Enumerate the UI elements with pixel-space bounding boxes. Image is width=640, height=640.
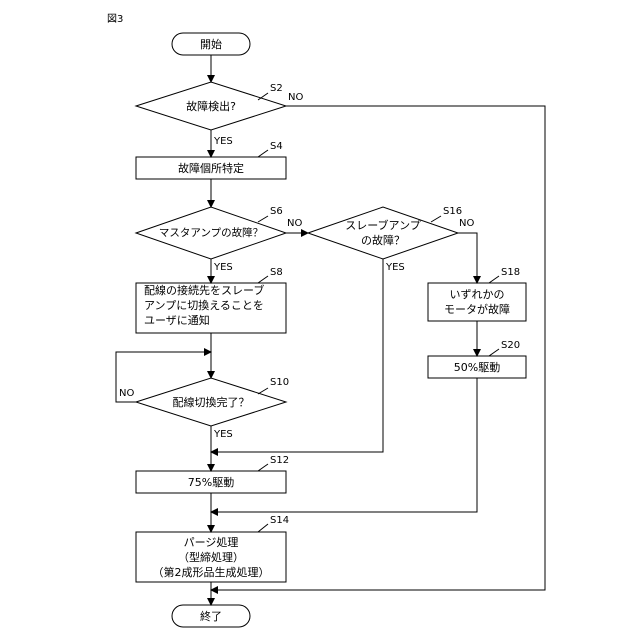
step-label-s20: S20 bbox=[501, 340, 520, 352]
step-label-s4: S4 bbox=[270, 141, 283, 153]
branch-s6-yes: YES bbox=[214, 262, 233, 274]
step-label-s8: S8 bbox=[270, 267, 283, 279]
s8-label-line2: アンプに切換えることを bbox=[144, 298, 264, 313]
end-label: 終了 bbox=[172, 605, 250, 627]
step-label-s18: S18 bbox=[501, 267, 520, 279]
s20-label: 50%駆動 bbox=[428, 356, 526, 378]
start-label: 開始 bbox=[172, 33, 250, 55]
branch-s10-no: NO bbox=[119, 388, 134, 400]
s16-label-line2: の故障？ bbox=[361, 233, 405, 248]
figure-label: 図3 bbox=[107, 10, 123, 25]
branch-s2-no: NO bbox=[288, 92, 303, 104]
step-label-s16: S16 bbox=[443, 206, 462, 218]
step-label-s2: S2 bbox=[270, 83, 283, 95]
s18-label-line2: モータが故障 bbox=[444, 302, 510, 317]
s8-label-line1: 配線の接続先をスレーブ bbox=[144, 283, 264, 298]
branch-s10-yes: YES bbox=[214, 429, 233, 441]
s16-label: スレーブアンプ の故障？ bbox=[308, 211, 458, 255]
s16-label-line1: スレーブアンプ bbox=[345, 218, 421, 233]
branch-s16-yes: YES bbox=[386, 262, 405, 274]
s4-label: 故障個所特定 bbox=[136, 157, 286, 179]
step-label-s6: S6 bbox=[270, 206, 283, 218]
s10-label: 配線切換完了？ bbox=[136, 390, 286, 414]
s8-label: 配線の接続先をスレーブ アンプに切換えることを ユーザに通知 bbox=[136, 283, 286, 333]
s14-label-line2: （型締処理） bbox=[178, 550, 244, 565]
branch-s16-no: NO bbox=[459, 218, 474, 230]
s8-label-line3: ユーザに通知 bbox=[144, 313, 210, 328]
branch-s6-no: NO bbox=[287, 218, 302, 230]
s2-label: 故障検出? bbox=[136, 94, 286, 118]
s18-label: いずれかの モータが故障 bbox=[428, 283, 526, 321]
s12-label: 75%駆動 bbox=[136, 471, 286, 493]
s14-label-line1: パージ処理 bbox=[184, 535, 239, 550]
branch-s2-yes: YES bbox=[214, 136, 233, 148]
step-label-s12: S12 bbox=[270, 455, 289, 467]
s14-label-line3: （第2成形品生成処理） bbox=[153, 565, 270, 580]
step-label-s10: S10 bbox=[270, 377, 289, 389]
step-label-s14: S14 bbox=[270, 515, 289, 527]
s14-label: パージ処理 （型締処理） （第2成形品生成処理） bbox=[136, 532, 286, 582]
s18-label-line1: いずれかの bbox=[450, 287, 505, 302]
s6-label: マスタアンプの故障？ bbox=[136, 221, 286, 245]
